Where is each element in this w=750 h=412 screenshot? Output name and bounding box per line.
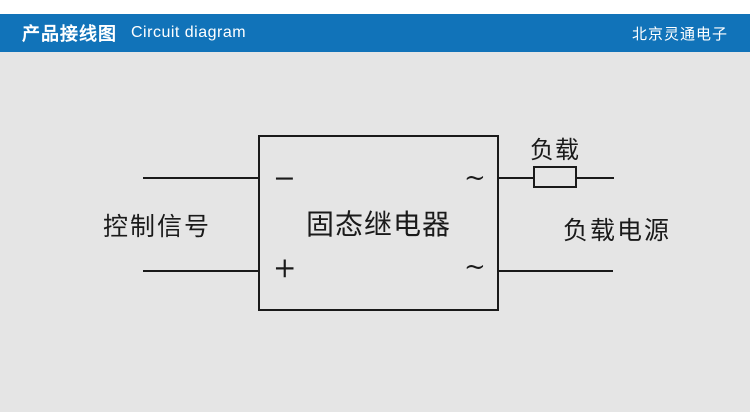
terminal-minus-symbol: − bbox=[273, 163, 296, 194]
relay-label: 固态继电器 bbox=[305, 208, 451, 241]
load-resistor-symbol bbox=[533, 166, 577, 188]
control-wire-top bbox=[143, 177, 259, 179]
solid-state-relay-box: 固态继电器 − + ~ ~ bbox=[258, 135, 499, 311]
top-white-strip bbox=[0, 0, 750, 14]
control-signal-label: 控制信号 bbox=[103, 212, 212, 241]
terminal-plus-symbol: + bbox=[273, 251, 297, 284]
company-name: 北京灵通电子 bbox=[631, 25, 728, 43]
page-title-en: Circuit diagram bbox=[131, 24, 247, 41]
control-wire-bottom bbox=[143, 270, 259, 272]
load-wire-bottom bbox=[497, 270, 613, 272]
terminal-ac-top-symbol: ~ bbox=[464, 163, 486, 193]
header-bar: 产品接线图 Circuit diagram 北京灵通电子 bbox=[0, 14, 750, 52]
page-title-zh: 产品接线图 bbox=[22, 24, 117, 44]
load-power-label: 负载电源 bbox=[563, 216, 672, 245]
circuit-diagram: 固态继电器 − + ~ ~ 控制信号 负载 负载电源 bbox=[0, 52, 750, 412]
load-label: 负载 bbox=[530, 136, 580, 164]
terminal-ac-bottom-symbol: ~ bbox=[464, 252, 486, 282]
